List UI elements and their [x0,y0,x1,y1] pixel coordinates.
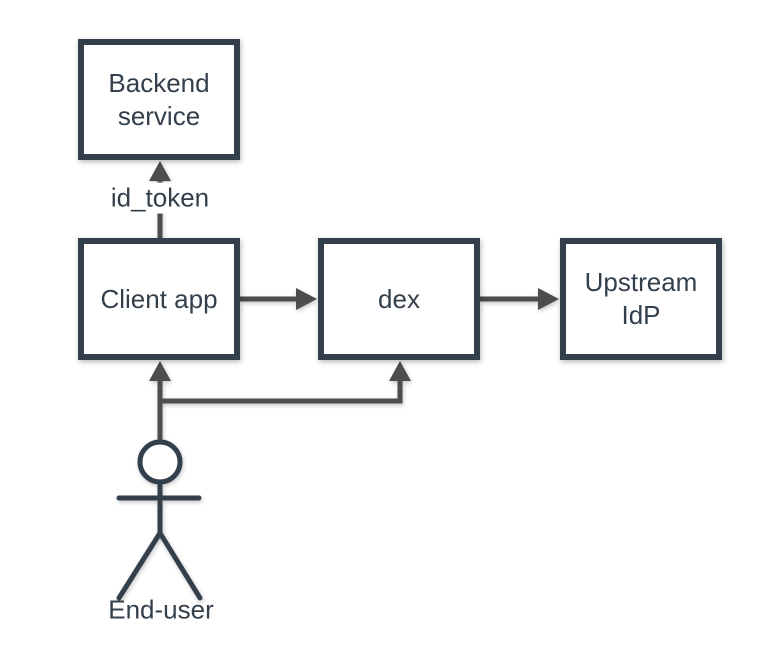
person-icon [116,439,203,601]
client-app-label: Client app [100,283,218,314]
dex-to-upstream-arrow [480,288,559,310]
backend-service-node: Backend service [78,39,240,160]
upstream-idp-node: Upstream IdP [560,238,722,360]
id-token-label: id_token [105,182,215,214]
client-app-node: Client app [78,238,240,360]
dex-node: dex [318,238,480,360]
backend-service-label: Backend service [108,67,210,131]
client-to-dex-arrow [240,288,317,310]
user-to-client-arrow [149,361,171,443]
end-user-label: End-user [108,594,214,625]
user-to-dex-arrow [160,361,411,404]
dex-label: dex [378,283,420,314]
upstream-idp-label: Upstream IdP [584,267,698,330]
